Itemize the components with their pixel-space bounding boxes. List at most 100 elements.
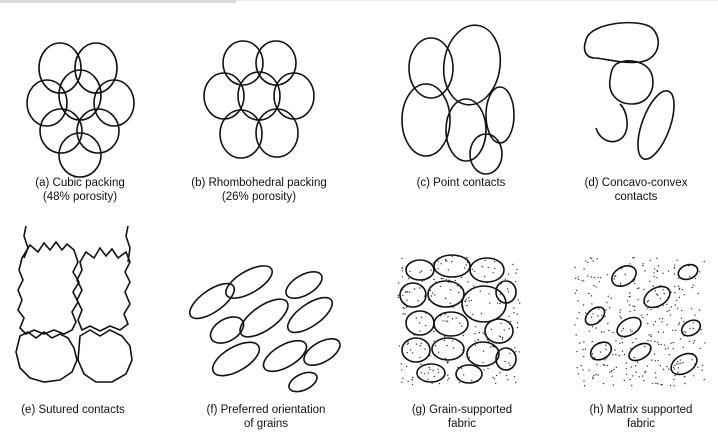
matrix-dot: [700, 348, 701, 349]
matrix-dot: [485, 260, 486, 261]
caption-line: (c) Point contacts: [417, 176, 506, 190]
matrix-dot: [666, 304, 667, 305]
matrix-dot: [613, 384, 614, 385]
matrix-dot: [669, 310, 670, 311]
matrix-dot: [634, 257, 635, 258]
matrix-dot: [672, 342, 673, 343]
matrix-dot: [600, 277, 601, 278]
matrix-dot: [647, 340, 648, 341]
matrix-dot: [693, 322, 694, 323]
matrix-dot: [578, 279, 579, 280]
matrix-dot: [634, 283, 635, 284]
matrix-dot: [623, 328, 624, 329]
matrix-dot: [450, 303, 451, 304]
matrix-dot: [591, 316, 592, 317]
matrix-dot: [662, 318, 663, 319]
matrix-dot: [490, 346, 491, 347]
matrix-dot: [647, 323, 648, 324]
matrix-dot: [488, 267, 489, 268]
matrix-dot: [661, 321, 662, 322]
matrix-dot: [399, 345, 400, 346]
matrix-dot: [697, 293, 698, 294]
matrix-dot: [642, 375, 643, 376]
matrix-dot: [612, 376, 613, 377]
matrix-dot: [700, 329, 701, 330]
matrix-dot: [629, 304, 630, 305]
matrix-dot: [451, 261, 452, 262]
matrix-dot: [407, 291, 408, 292]
caption-line: (h) Matrix supported: [590, 403, 693, 417]
matrix-dot: [509, 353, 510, 354]
matrix-dot: [635, 371, 636, 372]
matrix-dot: [631, 331, 632, 332]
matrix-dot: [579, 312, 580, 313]
matrix-dot: [439, 383, 440, 384]
matrix-dot: [601, 331, 602, 332]
matrix-dot: [438, 261, 439, 262]
matrix-dot: [404, 308, 405, 309]
matrix-dot: [678, 285, 679, 286]
matrix-dot: [650, 336, 651, 337]
matrix-dot: [446, 279, 447, 280]
caption-a: (a) Cubic packing (48% porosity): [35, 176, 124, 204]
matrix-dot: [440, 286, 441, 287]
grain: [439, 21, 506, 108]
matrix-dot: [603, 364, 604, 365]
matrix-dot: [419, 330, 420, 331]
panel-h-matrix-supported: [574, 257, 705, 386]
matrix-dot: [677, 260, 678, 261]
matrix-dot: [625, 274, 626, 275]
matrix-dot: [680, 363, 681, 364]
matrix-dot: [638, 287, 639, 288]
matrix-dot: [675, 330, 676, 331]
grain: [286, 368, 320, 395]
matrix-dot: [412, 377, 413, 378]
matrix-dot: [507, 379, 508, 380]
matrix-dot: [430, 270, 431, 271]
matrix-dot: [606, 302, 607, 303]
matrix-dot: [510, 321, 511, 322]
matrix-dot: [673, 379, 674, 380]
matrix-dot: [432, 292, 433, 293]
matrix-dot: [601, 315, 602, 316]
matrix-dot: [495, 383, 496, 384]
matrix-dot: [673, 367, 674, 368]
matrix-dot: [513, 312, 514, 313]
matrix-dot: [599, 281, 600, 282]
matrix-dot: [652, 383, 653, 384]
matrix-dot: [621, 330, 622, 331]
matrix-dot: [629, 311, 630, 312]
matrix-dot: [474, 341, 475, 342]
matrix-dot: [583, 380, 584, 381]
grain: [428, 281, 464, 307]
matrix-dot: [583, 356, 584, 357]
matrix-dot: [593, 285, 594, 286]
matrix-dot: [670, 314, 671, 315]
matrix-dot: [655, 372, 656, 373]
matrix-dot: [694, 340, 695, 341]
matrix-dot: [615, 340, 616, 341]
matrix-dot: [459, 323, 460, 324]
matrix-dot: [459, 382, 460, 383]
matrix-dot: [585, 312, 586, 313]
matrix-dot: [682, 362, 683, 363]
matrix-dot: [430, 290, 431, 291]
matrix-dot: [597, 277, 598, 278]
matrix-dot: [519, 302, 520, 303]
caption-d: (d) Concavo-convex contacts: [585, 176, 688, 204]
matrix-dot: [608, 296, 609, 297]
matrix-dot: [577, 300, 578, 301]
matrix-dot: [637, 299, 638, 300]
matrix-dot: [474, 271, 475, 272]
matrix-dot: [406, 366, 407, 367]
matrix-dot: [517, 327, 518, 328]
matrix-dot: [658, 344, 659, 345]
matrix-dot: [592, 341, 593, 342]
matrix-dot: [508, 291, 509, 292]
matrix-dot: [403, 313, 404, 314]
matrix-dot: [653, 272, 654, 273]
matrix-dot: [575, 278, 576, 279]
matrix-dot: [468, 297, 469, 298]
matrix-dot: [452, 340, 453, 341]
matrix-dot: [494, 268, 495, 269]
